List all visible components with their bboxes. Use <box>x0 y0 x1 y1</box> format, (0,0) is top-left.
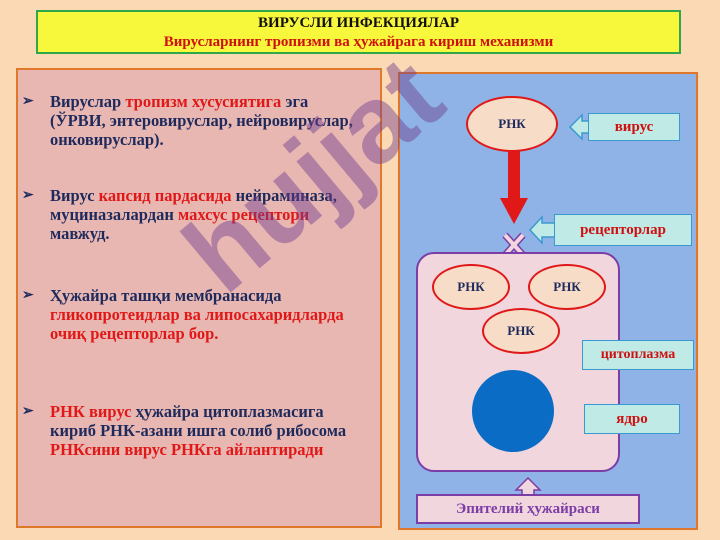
epithelial-cell-label: Эпителий ҳужайраси <box>416 494 640 524</box>
virus-label: вирус <box>588 113 680 141</box>
body-text: нейраминаза, муциназалардан <box>50 186 337 224</box>
highlight-text: махсус рецептори <box>177 205 310 224</box>
cell-rna-label: РНК <box>553 279 581 294</box>
cytoplasm-label: цитоплазма <box>582 340 694 370</box>
bullet-text: Вируслар тропизм хусусиятига эга (ЎРВИ, … <box>50 92 362 149</box>
highlight-text: капсид пардасида <box>98 186 232 205</box>
nucleus <box>472 370 554 452</box>
page-subtitle: Вирусларнинг тропизми ва ҳужайрага кириш… <box>163 34 554 50</box>
cell-rna-oval: РНК <box>528 264 606 310</box>
bullet-arrow-icon: ➢ <box>22 404 34 419</box>
nucleus-label: ядро <box>584 404 680 434</box>
body-text: Вирус <box>50 186 99 205</box>
page-title: ВИРУСЛИ ИНФЕКЦИЯЛАР <box>258 15 459 31</box>
body-text: Вируслар <box>50 92 126 111</box>
title-banner: ВИРУСЛИ ИНФЕКЦИЯЛАР Вирусларнинг тропизм… <box>36 10 681 54</box>
cell-rna-oval: РНК <box>482 308 560 354</box>
nucleus-label-text: ядро <box>616 411 648 427</box>
bullet-item: ➢ Вируслар тропизм хусусиятига эга (ЎРВИ,… <box>22 92 362 149</box>
receptors-label: рецепторлар <box>554 214 692 246</box>
body-text: ҳужайра цитоплазмасига кириб РНК-азани и… <box>50 402 347 440</box>
cytoplasm-label-text: цитоплазма <box>600 347 676 362</box>
cell-rna-label: РНК <box>507 323 535 338</box>
body-text: Ҳужайра ташқи мембранасида <box>50 286 282 305</box>
bullet-text: Вирус капсид пардасида нейраминаза, муци… <box>50 186 362 243</box>
bullet-arrow-icon: ➢ <box>22 288 34 303</box>
receptors-label-text: рецепторлар <box>580 222 666 238</box>
highlight-text: РНКсини вирус РНКга айлантиради <box>50 440 324 459</box>
body-text: эга (ЎРВИ, энтеровируслар, нейровируслар… <box>50 92 353 149</box>
highlight-text: РНК вирус <box>50 402 132 421</box>
receptor-cross-icon <box>502 232 526 258</box>
virus-rna-oval: РНК <box>466 96 558 152</box>
highlight-text: гликопротеидлар ва липосахаридларда очиқ… <box>50 305 344 343</box>
virus-rna-label: РНК <box>498 116 526 131</box>
cell-rna-label: РНК <box>457 279 485 294</box>
epithelial-cell-label-text: Эпителий ҳужайраси <box>456 501 600 517</box>
bullet-item: ➢ Вирус капсид пардасида нейраминаза, муц… <box>22 186 362 243</box>
cell-rna-oval: РНК <box>432 264 510 310</box>
bullet-item: ➢ РНК вирус ҳужайра цитоплазмасига кириб … <box>22 402 362 459</box>
body-text: мавжуд. <box>50 224 110 243</box>
highlight-text: тропизм хусусиятига <box>125 92 282 111</box>
bullet-text: РНК вирус ҳужайра цитоплазмасига кириб Р… <box>50 402 362 459</box>
bullet-item: ➢ Ҳужайра ташқи мембранасида гликопротеид… <box>22 286 362 343</box>
arrow-down-icon <box>500 150 528 224</box>
virus-label-text: вирус <box>614 119 654 135</box>
bullet-text: Ҳужайра ташқи мембранасида гликопротеидл… <box>50 286 362 343</box>
bullet-arrow-icon: ➢ <box>22 94 34 109</box>
bullet-arrow-icon: ➢ <box>22 188 34 203</box>
text-panel <box>16 68 382 528</box>
